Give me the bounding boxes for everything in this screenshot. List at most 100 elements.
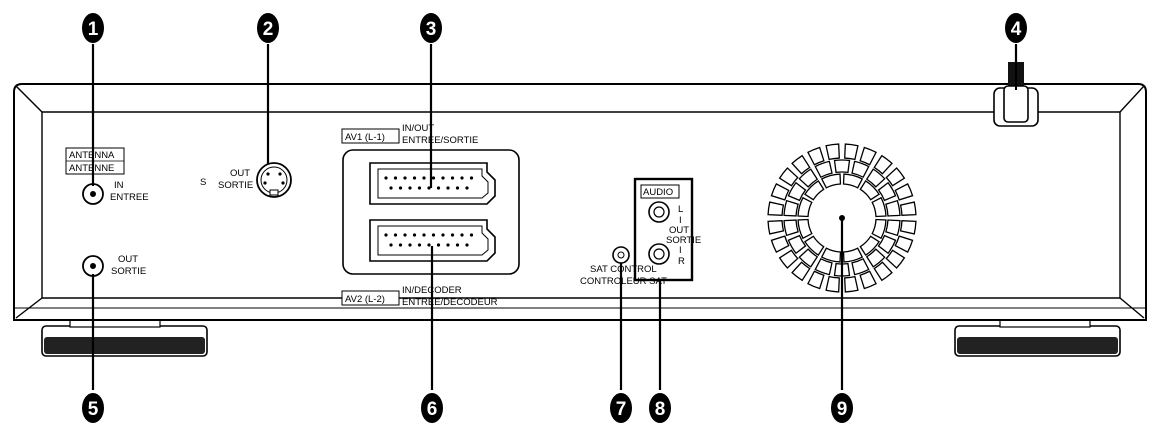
fan-slot — [797, 196, 813, 218]
scart-pin — [436, 243, 441, 247]
fan-slot — [798, 248, 819, 268]
fan-slot — [851, 257, 870, 276]
fan-slot — [791, 261, 811, 282]
scart-pin — [446, 186, 450, 190]
fan-slot — [885, 249, 906, 269]
scart-pin — [441, 233, 445, 237]
fan-slot — [797, 218, 813, 240]
scart-pin — [412, 176, 417, 180]
fan-slot — [873, 154, 893, 175]
scart-pin — [469, 176, 474, 180]
scart-pin — [455, 243, 460, 247]
fan-slot — [833, 159, 851, 174]
callout-8: 8 — [649, 393, 671, 423]
fan-grille — [767, 143, 917, 293]
callout-3: 3 — [420, 13, 442, 43]
fan-slot — [842, 173, 864, 189]
callout-5: 5 — [82, 393, 104, 423]
fan-slot — [899, 220, 917, 235]
fan-slot — [787, 234, 807, 255]
scart-pin — [446, 243, 450, 247]
scart-pins — [384, 176, 474, 247]
scart-av1 — [369, 162, 496, 205]
fan-slot — [844, 275, 859, 293]
av1-label: AV1 (L-1) — [345, 132, 385, 143]
scart-pin — [465, 243, 469, 247]
fan-slot — [787, 181, 807, 202]
callout-9-number: 9 — [837, 399, 848, 420]
av1-label-box — [341, 128, 400, 144]
scart-pin — [389, 243, 393, 247]
scart-pin — [398, 186, 403, 190]
fan-slot — [877, 181, 897, 202]
audio-out-label: OUT — [669, 225, 689, 236]
scart-pin — [408, 186, 412, 190]
fan-slot — [871, 196, 887, 218]
fan-slot — [859, 180, 880, 201]
callout-7-number: 7 — [616, 399, 627, 420]
callout-6-number: 6 — [427, 399, 438, 420]
fan-slot — [873, 261, 893, 282]
callout-4: 4 — [1005, 13, 1027, 43]
scart-pin — [403, 176, 407, 180]
scart-pin — [417, 186, 422, 190]
callout-1-number: 1 — [88, 19, 99, 40]
fan-slot — [859, 235, 880, 256]
fan-slot — [825, 275, 840, 293]
audio-i1-label: I — [679, 215, 682, 226]
sat-control-label: SAT CONTROL — [590, 264, 657, 275]
fan-slot — [791, 154, 811, 175]
av2-label-box — [341, 290, 400, 306]
callout-1: 1 — [82, 13, 104, 43]
fan-slot — [894, 183, 914, 201]
scart-pin — [417, 243, 422, 247]
scart-pin — [384, 233, 388, 237]
audio-sortie-label: SORTIE — [666, 235, 701, 246]
scart-pin — [393, 176, 398, 180]
callout-8-number: 8 — [655, 399, 666, 420]
callout-4-number: 4 — [1011, 19, 1022, 40]
s-out-label: OUT — [230, 168, 250, 179]
fan-slot — [844, 143, 859, 161]
fan-slot — [778, 167, 799, 187]
fan-slot — [767, 201, 785, 216]
foot-right — [954, 317, 1121, 357]
callout-leaders — [91, 44, 1018, 390]
scart-pin — [455, 186, 460, 190]
antenna-out-label-fr: SORTIE — [111, 266, 146, 277]
fan-slot — [798, 168, 819, 188]
scart-pin — [441, 176, 445, 180]
fan-slot — [865, 168, 886, 188]
av2-label: AV2 (L-2) — [345, 294, 385, 305]
fan-slot — [820, 247, 842, 263]
antenna-in-jack — [82, 183, 104, 205]
fan-slot — [770, 235, 790, 253]
s-label: S — [200, 177, 206, 188]
antenna-label-2: ANTENNE — [69, 163, 114, 174]
callout-7: 7 — [610, 393, 632, 423]
fan-slot — [783, 199, 799, 217]
fan-slot — [804, 180, 825, 201]
audio-r-label: R — [678, 256, 685, 267]
fan-slot — [885, 167, 906, 187]
av2-entree-decodeur: ENTREE/DECODEUR — [402, 297, 498, 308]
scart-pin — [393, 233, 398, 237]
antenna-in-label-fr: ENTREE — [110, 192, 149, 203]
fan-slot — [778, 249, 799, 269]
callout-3-number: 3 — [426, 19, 437, 40]
fan-slot — [820, 173, 842, 189]
fan-slot — [877, 234, 897, 255]
scart-pin — [403, 233, 407, 237]
fan-slot — [859, 270, 877, 290]
callout-6: 6 — [421, 393, 443, 423]
scart-pin — [398, 243, 403, 247]
scart-pin — [427, 243, 431, 247]
fan-slot — [885, 219, 901, 237]
fan-slot — [804, 235, 825, 256]
antenna-out-label: OUT — [118, 254, 138, 265]
scart-pin — [450, 233, 455, 237]
scart-pin — [422, 176, 426, 180]
fan-slot — [894, 235, 914, 253]
fan-slot — [814, 160, 833, 179]
